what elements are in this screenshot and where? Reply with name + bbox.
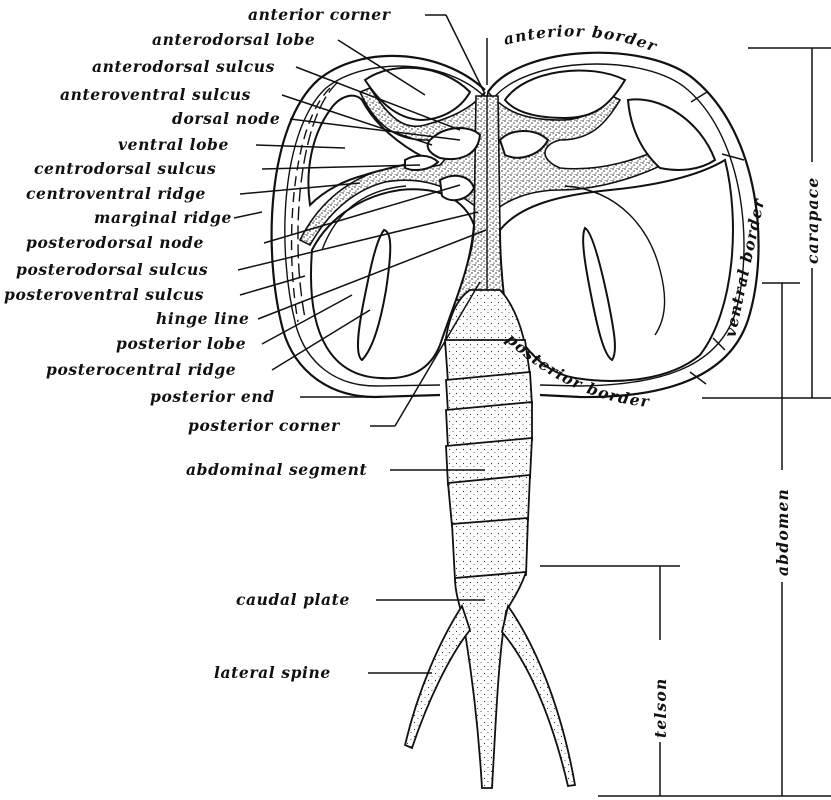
label-posterior-corner: posterior corner [188, 416, 341, 435]
lateral-spine-right [502, 606, 575, 786]
label-ventral-lobe: ventral lobe [118, 135, 229, 154]
label-lateral-spine: lateral spine [214, 663, 331, 682]
label-caudal-plate: caudal plate [236, 590, 350, 609]
label-hinge-line: hinge line [156, 309, 249, 328]
label-posterodorsal-sulcus: posterodorsal sulcus [16, 260, 208, 279]
label-abdomen: abdomen [773, 488, 792, 576]
label-anterior-border-path: anterior border [502, 21, 661, 56]
caudal-plate-shape [455, 572, 526, 788]
abdominal-segment-6 [452, 518, 528, 580]
lateral-spine-left [405, 606, 470, 748]
label-anterior-corner: anterior corner [248, 5, 392, 24]
label-posterocentral-ridge: posterocentral ridge [46, 360, 236, 379]
label-posterior-lobe: posterior lobe [116, 334, 246, 353]
label-telson: telson [651, 678, 670, 738]
label-anterior-border: anterior border [502, 21, 661, 56]
label-posteroventral-sulcus: posteroventral sulcus [4, 285, 204, 304]
label-anterodorsal-lobe: anterodorsal lobe [152, 30, 315, 49]
label-posterodorsal-node: posterodorsal node [26, 233, 204, 252]
label-posterior-end: posterior end [150, 387, 275, 406]
label-marginal-ridge: marginal ridge [94, 208, 232, 227]
label-centroventral-ridge: centroventral ridge [26, 184, 206, 203]
label-abdominal-segment: abdominal segment [186, 460, 368, 479]
label-carapace: carapace [803, 177, 822, 264]
label-centrodorsal-sulcus: centrodorsal sulcus [34, 159, 216, 178]
label-anterodorsal-sulcus: anterodorsal sulcus [92, 57, 275, 76]
label-anteroventral-sulcus: anteroventral sulcus [60, 85, 251, 104]
label-dorsal-node: dorsal node [172, 109, 280, 128]
